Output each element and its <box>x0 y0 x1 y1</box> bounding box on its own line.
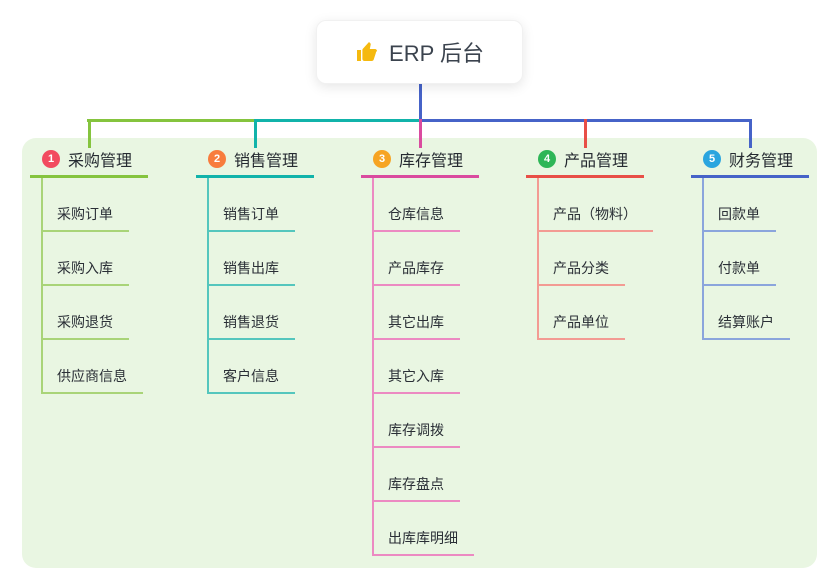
branch-title: 库存管理 <box>399 152 464 170</box>
thumbs-up-icon <box>355 40 379 64</box>
branch-item[interactable]: 销售出库 <box>209 232 314 286</box>
connector-line <box>87 119 257 122</box>
branch-item-label: 客户信息 <box>209 366 295 394</box>
connector-line <box>254 119 421 122</box>
branch-number-badge: 3 <box>373 149 391 168</box>
branch-item[interactable]: 库存盘点 <box>374 448 479 502</box>
branch-number-badge: 5 <box>703 149 721 168</box>
root-node[interactable]: ERP 后台 <box>316 20 523 84</box>
branch: 5 财务管理 回款单 付款单 结算账户 <box>691 138 809 340</box>
branch-number-badge: 1 <box>42 149 60 168</box>
branch-item[interactable]: 采购退货 <box>43 286 148 340</box>
branch-item-label: 其它入库 <box>374 366 460 394</box>
branch-item-label: 库存调拨 <box>374 420 460 448</box>
branch: 2 销售管理 销售订单 销售出库 销售退货 客户信息 <box>196 138 314 394</box>
branch-item[interactable]: 其它入库 <box>374 340 479 394</box>
branch: 1 采购管理 采购订单 采购入库 采购退货 供应商信息 <box>30 138 148 394</box>
branch-header[interactable]: 5 财务管理 <box>691 142 809 178</box>
branch-items: 仓库信息 产品库存 其它出库 其它入库 库存调拨 库存盘点 出库库明细 <box>372 178 479 556</box>
branch-item[interactable]: 仓库信息 <box>374 178 479 232</box>
branch-items: 采购订单 采购入库 采购退货 供应商信息 <box>41 178 148 394</box>
branch-item-label: 采购退货 <box>43 312 129 340</box>
branch-items: 回款单 付款单 结算账户 <box>702 178 809 340</box>
branch: 4 产品管理 产品（物料） 产品分类 产品单位 <box>526 138 653 340</box>
branch-item-label: 产品（物料） <box>539 204 653 232</box>
branch-item-label: 结算账户 <box>704 312 790 340</box>
branch-item-label: 其它出库 <box>374 312 460 340</box>
branch-item-label: 回款单 <box>704 204 776 232</box>
branch-header[interactable]: 2 销售管理 <box>196 142 314 178</box>
branch-item-label: 产品库存 <box>374 258 460 286</box>
branch-item[interactable]: 产品单位 <box>539 286 653 340</box>
connector-line <box>87 119 91 148</box>
branch-items: 销售订单 销售出库 销售退货 客户信息 <box>207 178 314 394</box>
branch-item-label: 库存盘点 <box>374 474 460 502</box>
branch-item[interactable]: 采购入库 <box>43 232 148 286</box>
connector-line <box>748 119 752 148</box>
branch-item-label: 销售退货 <box>209 312 295 340</box>
branch-title: 产品管理 <box>564 152 629 170</box>
branch-number-badge: 2 <box>208 149 226 168</box>
branch-item-label: 供应商信息 <box>43 366 143 394</box>
connector-line <box>418 84 422 120</box>
branch-item-label: 销售出库 <box>209 258 295 286</box>
branches-panel <box>22 138 817 568</box>
branch-item-label: 仓库信息 <box>374 204 460 232</box>
branch-item[interactable]: 库存调拨 <box>374 394 479 448</box>
branch-item[interactable]: 结算账户 <box>704 286 809 340</box>
branch-item[interactable]: 销售订单 <box>209 178 314 232</box>
branch-item-label: 出库库明细 <box>374 528 474 556</box>
branch-item[interactable]: 产品分类 <box>539 232 653 286</box>
root-title: ERP 后台 <box>389 41 484 66</box>
branch-title: 销售管理 <box>234 152 299 170</box>
branch-header[interactable]: 1 采购管理 <box>30 142 148 178</box>
branch-item[interactable]: 产品库存 <box>374 232 479 286</box>
branch-item-label: 产品单位 <box>539 312 625 340</box>
branch: 3 库存管理 仓库信息 产品库存 其它出库 其它入库 库存调拨 库存盘点 出库库… <box>361 138 479 556</box>
branch-item[interactable]: 产品（物料） <box>539 178 653 232</box>
branch-item-label: 采购入库 <box>43 258 129 286</box>
connector-line <box>418 119 422 148</box>
connector-line <box>253 119 257 148</box>
branch-header[interactable]: 3 库存管理 <box>361 142 479 178</box>
branch-item[interactable]: 其它出库 <box>374 286 479 340</box>
branch-header[interactable]: 4 产品管理 <box>526 142 644 178</box>
branch-item[interactable]: 供应商信息 <box>43 340 148 394</box>
branch-item-label: 产品分类 <box>539 258 625 286</box>
branch-item[interactable]: 付款单 <box>704 232 809 286</box>
branch-item-label: 销售订单 <box>209 204 295 232</box>
branch-items: 产品（物料） 产品分类 产品单位 <box>537 178 653 340</box>
branch-item[interactable]: 回款单 <box>704 178 809 232</box>
branch-title: 采购管理 <box>68 152 133 170</box>
branch-item-label: 采购订单 <box>43 204 129 232</box>
branch-item[interactable]: 客户信息 <box>209 340 314 394</box>
branch-item[interactable]: 销售退货 <box>209 286 314 340</box>
connector-line <box>583 119 587 148</box>
branch-number-badge: 4 <box>538 149 556 168</box>
branch-item-label: 付款单 <box>704 258 776 286</box>
branch-title: 财务管理 <box>729 152 794 170</box>
branch-item[interactable]: 出库库明细 <box>374 502 479 556</box>
branch-item[interactable]: 采购订单 <box>43 178 148 232</box>
